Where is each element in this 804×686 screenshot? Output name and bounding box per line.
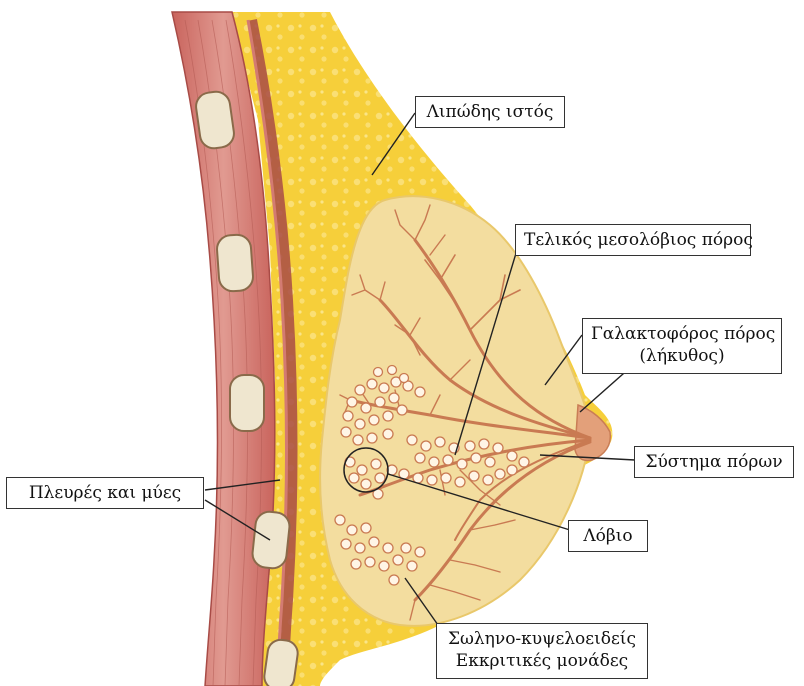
label-tdlu-text-2: Εκκριτικές μονάδες [445, 650, 639, 672]
label-lactiferous-text-2: (λήκυθος) [591, 345, 773, 367]
label-lactiferous-duct: Γαλακτοφόρος πόρος (λήκυθος) [582, 318, 782, 374]
label-terminal-duct: Τελικός μεσολόβιος πόρος [515, 224, 751, 256]
label-lactiferous-text-1: Γαλακτοφόρος πόρος [591, 323, 773, 345]
label-ribs-muscles-text: Πλευρές και μύες [15, 482, 195, 504]
label-duct-system: Σύστημα πόρων [634, 446, 794, 478]
label-lobule-text: Λόβιο [577, 525, 639, 547]
label-adipose-tissue: Λιπώδης ιστός [415, 96, 565, 128]
label-terminal-duct-text: Τελικός μεσολόβιος πόρος [524, 229, 742, 251]
label-tdlu-text-1: Σωληνο-κυψελοειδείς [445, 628, 639, 650]
label-adipose-text: Λιπώδης ιστός [424, 101, 556, 123]
label-lobule: Λόβιο [568, 520, 648, 552]
label-ribs-muscles: Πλευρές και μύες [6, 477, 204, 509]
label-duct-system-text: Σύστημα πόρων [643, 451, 785, 473]
label-tdlu: Σωληνο-κυψελοειδείς Εκκριτικές μονάδες [436, 623, 648, 679]
